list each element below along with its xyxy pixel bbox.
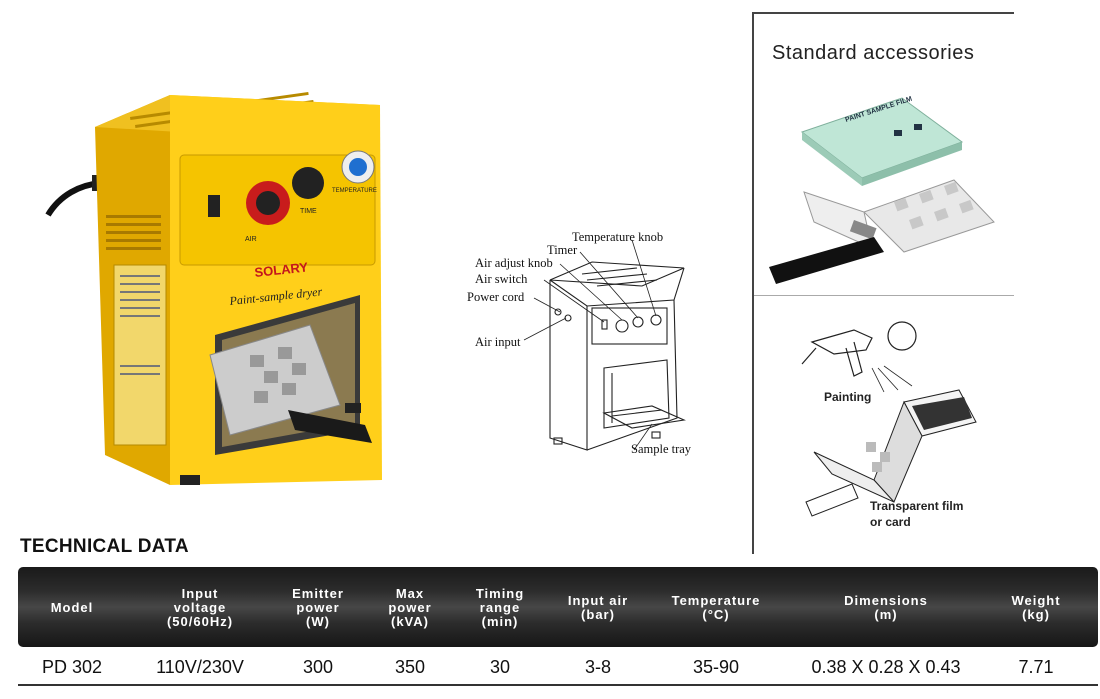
label-sample-tray: Sample tray (631, 442, 692, 456)
label-air-adjust-knob: Air adjust knob (475, 256, 553, 270)
svg-text:TEMPERATURE: TEMPERATURE (332, 188, 377, 194)
column-header-line: (m) (874, 607, 898, 622)
standard-accessories-panel: Standard accessories PAINT SAMPLE FILM (752, 12, 1014, 554)
label-air-input: Air input (475, 335, 521, 349)
column-header-line: (kg) (1022, 607, 1050, 622)
panel-border-top (752, 12, 1014, 14)
column-header-line: Input (181, 586, 219, 601)
column-header-line: (°C) (702, 607, 730, 622)
label-timer: Timer (547, 243, 578, 257)
column-header: Input air(bar) (548, 594, 648, 622)
table-cell: PD 302 (41, 657, 103, 677)
column-header-line: (50/60Hz) (166, 614, 234, 629)
table-cell: 30 (489, 657, 511, 677)
column-header-line: Max (395, 586, 425, 601)
caption-transparent-film-line1: Transparent film (870, 499, 964, 513)
column-header-line: (bar) (581, 607, 615, 622)
accessories-title: Standard accessories (772, 42, 975, 64)
paint-sample-film-pack: PAINT SAMPLE FILM (800, 96, 964, 186)
product-photo: AIR TIME TEMPERATURE SOLARY Paint-sample… (40, 85, 400, 495)
column-header-line: (kVA) (391, 614, 429, 629)
dryer-line-diagram: Temperature knob Timer Air adjust knob A… (462, 228, 710, 468)
column-header-line: (W) (306, 614, 330, 629)
column-header-line: Temperature (671, 593, 761, 608)
column-header-line: range (479, 600, 521, 615)
column-header: Weight(kg) (991, 594, 1081, 622)
svg-text:TIME: TIME (300, 208, 317, 215)
column-header-line: voltage (173, 600, 227, 615)
column-header-line: power (296, 600, 340, 615)
label-air-switch: Air switch (475, 272, 528, 286)
column-header-line: power (388, 600, 432, 615)
column-header-line: Dimensions (844, 593, 928, 608)
column-header-line: (min) (481, 614, 519, 629)
column-header-line: Input air (567, 593, 629, 608)
table-cell: 350 (394, 657, 426, 677)
svg-text:SOLARY: SOLARY (254, 259, 309, 280)
spray-lines (871, 365, 913, 393)
paint-sample-dryer-image: AIR TIME TEMPERATURE SOLARY Paint-sample… (45, 91, 382, 485)
column-header-line: Model (50, 600, 94, 615)
table-cell: 3-8 (584, 657, 611, 677)
technical-table-header-bar (18, 567, 1098, 647)
sample-holder (769, 179, 995, 284)
column-header-line: Weight (1011, 593, 1061, 608)
caption-transparent-film-line2: or card (870, 515, 911, 529)
panel-divider (754, 295, 1014, 296)
column-header: Temperature(°C) (651, 594, 781, 622)
technical-data-title: TECHNICAL DATA (20, 536, 189, 557)
label-power-cord: Power cord (467, 290, 525, 304)
table-cell: 0.38 X 0.28 X 0.43 (811, 657, 961, 677)
sample-card-open (805, 389, 977, 517)
table-cell: 35-90 (692, 657, 740, 677)
panel-border-left (752, 12, 754, 554)
dryer-outline-drawing (523, 239, 686, 451)
column-header: Dimensions(m) (786, 594, 986, 622)
accessories-illustration: PAINT SAMPLE FILM (769, 96, 995, 284)
svg-text:AIR: AIR (245, 236, 257, 243)
table-cell: 300 (302, 657, 334, 677)
column-header-line: Emitter (292, 586, 344, 601)
technical-table-bottom-rule (18, 684, 1098, 686)
column-header-line: Timing (475, 586, 525, 601)
table-cell: 110V/230V (156, 657, 244, 677)
painting-illustration (801, 321, 977, 517)
label-temperature-knob: Temperature knob (572, 230, 664, 244)
spray-gun (801, 321, 917, 377)
table-cell: 7.71 (1018, 657, 1054, 677)
caption-painting: Painting (824, 390, 872, 404)
column-header: Model (17, 601, 127, 615)
